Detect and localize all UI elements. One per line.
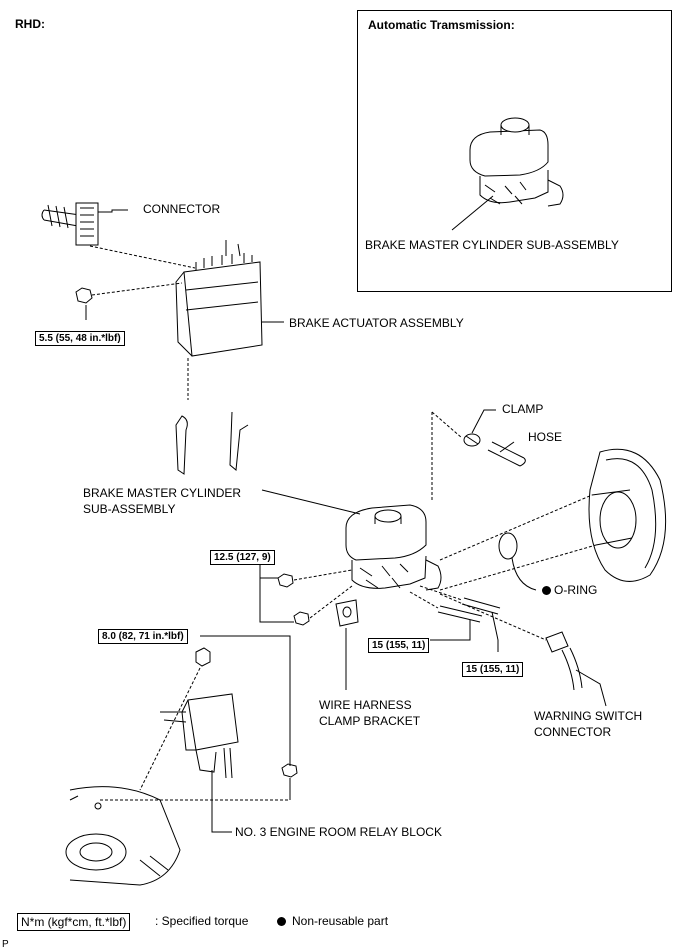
brake-tubes-drawing (409, 585, 501, 652)
actuator-nut-drawing (75, 282, 183, 320)
non-reusable-icon (542, 586, 551, 595)
clamp-hose-drawing (431, 409, 526, 500)
non-reusable-legend-icon (277, 917, 286, 926)
rhd-label: RHD: (15, 17, 45, 31)
inset-title: Automatic Tramsmission: (368, 18, 515, 32)
brake-actuator-label: BRAKE ACTUATOR ASSEMBLY (289, 316, 464, 330)
torque-actuator-nut: 5.5 (55, 48 in.*lbf) (35, 331, 125, 346)
o-ring-drawing (498, 532, 537, 591)
master-cylinder-drawing (261, 489, 442, 591)
warning-switch-label-line1: WARNING SWITCH (534, 709, 643, 723)
legend-nonreusable-text: Non-reusable part (292, 914, 389, 928)
wire-harness-clamp-bracket-drawing (335, 599, 359, 690)
o-ring-text: O-RING (554, 583, 598, 597)
footer-code: P (2, 939, 9, 950)
torque-tube-a: 15 (155, 11) (368, 638, 430, 653)
legend-torque-unit: N*m (kgf*cm, ft.*lbf) (17, 913, 131, 931)
torque-master-nuts: 12.5 (127, 9) (210, 550, 275, 565)
brake-actuator-drawing (175, 240, 284, 400)
legend-torque-desc: : Specified torque (155, 914, 249, 928)
clamp-label: CLAMP (502, 402, 544, 416)
master-cylinder-label-line1: BRAKE MASTER CYLINDER (83, 486, 242, 500)
torque-tube-b: 15 (155, 11) (462, 662, 524, 677)
body-panel-drawing (65, 786, 181, 886)
inset-master-cylinder-label: BRAKE MASTER CYLINDER SUB-ASSEMBLY (365, 238, 619, 252)
legend-nonreusable: Non-reusable part (277, 914, 388, 929)
torque-relay-bolt: 8.0 (82, 71 in.*lbf) (98, 629, 188, 644)
relay-block-drawing (100, 635, 298, 833)
actuator-brackets-drawing (175, 411, 249, 475)
hose-label: HOSE (528, 430, 563, 444)
automatic-transmission-inset: Automatic Tramsmission: BRAKE MASTER CYL… (357, 10, 672, 292)
connector-label: CONNECTOR (143, 202, 221, 216)
connector-drawing (41, 202, 196, 269)
warning-switch-connector-drawing (439, 593, 607, 707)
wire-bracket-label-line2: CLAMP BRACKET (319, 714, 421, 728)
o-ring-label: O-RING (542, 583, 597, 598)
inset-master-cylinder-drawing (451, 117, 564, 231)
warning-switch-label-line2: CONNECTOR (534, 725, 612, 739)
master-cylinder-label-line2: SUB-ASSEMBLY (83, 502, 176, 516)
relay-block-label: NO. 3 ENGINE ROOM RELAY BLOCK (235, 825, 442, 839)
brake-booster-drawing (439, 448, 667, 591)
wire-bracket-label-line1: WIRE HARNESS (319, 698, 412, 712)
master-nuts-drawing (259, 562, 353, 626)
